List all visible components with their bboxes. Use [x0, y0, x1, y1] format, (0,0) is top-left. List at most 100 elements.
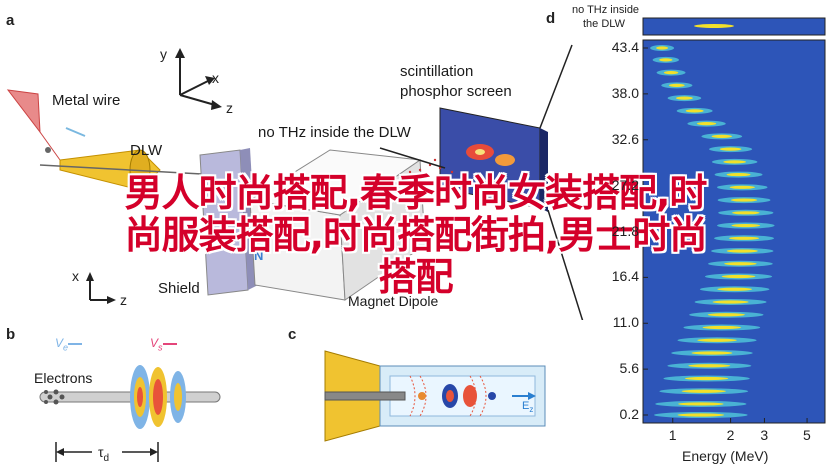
y-tick-label: 21.8: [611, 222, 639, 239]
electron-scatter: [408, 158, 454, 182]
heatmap-band-core: [663, 71, 679, 75]
panel-a-letter: a: [6, 12, 15, 29]
ve-subscript: e: [63, 342, 69, 353]
heatmap-band-core: [681, 389, 726, 393]
field-pattern-3: [170, 371, 186, 423]
heatmap-band-core: [684, 376, 729, 381]
heatmap-band-core: [702, 325, 742, 330]
arrow-blue: [65, 127, 86, 137]
axis-triad-top: [175, 48, 222, 110]
ez-label: Ez: [522, 400, 533, 414]
shield-label: Shield: [158, 280, 200, 297]
tau-subscript: d: [103, 452, 110, 464]
magnet-dipole-label: Magnet Dipole: [348, 293, 439, 309]
legend-stripe: [694, 24, 734, 28]
legend-text-2: the DLW: [583, 18, 625, 30]
heatmap-band-core: [726, 249, 758, 253]
vs-subscript: s: [158, 342, 163, 353]
legend-text-1: no THz inside: [572, 4, 640, 16]
heatmap-band-core: [731, 223, 761, 228]
ez-symbol: E: [522, 400, 530, 412]
overlay-line-3: 搭配: [378, 255, 453, 299]
magnet-dipole: [248, 149, 426, 301]
heatmap-band-core: [711, 134, 733, 138]
y-tick-label: 5.6: [619, 360, 639, 377]
heatmap-band-core: [732, 211, 760, 215]
heatmap-band-core: [676, 96, 693, 100]
screen-label-1: scintillation: [400, 63, 474, 80]
dlw-cone: [39, 149, 221, 191]
axis2-z-label: z: [120, 292, 127, 308]
overlay-line-2: 尚服装搭配,时尚搭配街拍,男士时尚: [124, 213, 708, 257]
axis2-x-label: x: [72, 268, 79, 284]
heatmap-band-core: [659, 58, 673, 62]
panel-d-letter: d: [546, 10, 556, 27]
heatmap-band-core: [691, 351, 733, 355]
x-axis-label: Energy (MeV): [682, 448, 769, 464]
heatmap-band-core: [685, 109, 704, 113]
n-pole-label: N: [254, 248, 264, 263]
legend-strip: [642, 17, 826, 36]
metal-wire-label: Metal wire: [52, 92, 121, 109]
heatmap-band-core: [678, 402, 724, 406]
axis-triad-bottom: [86, 272, 116, 304]
panel-b-letter: b: [6, 326, 16, 343]
axis-x-label: x: [212, 70, 219, 86]
metal-wire-cone: [6, 89, 61, 161]
no-thz-label: no THz inside the DLW: [258, 124, 411, 141]
axis-z-label: z: [226, 100, 233, 116]
phosphor-screen: [439, 107, 548, 212]
x-tick-label: 5: [803, 427, 811, 443]
dlw-label: DLW: [130, 142, 163, 159]
tau-label: τd: [98, 444, 109, 464]
field-pattern-1: [130, 365, 150, 429]
x-tick-label: 3: [760, 427, 769, 443]
pointer-line: [379, 147, 446, 169]
heatmap-band-core: [723, 160, 747, 164]
heatmap-band-core: [721, 274, 756, 279]
heatmap-band-core: [688, 364, 731, 368]
vs-label: Vs: [150, 336, 163, 352]
heatmap-band-core: [717, 287, 753, 291]
y-tick-label: 32.6: [611, 130, 639, 147]
heatmap-band-core: [729, 185, 755, 189]
y-tick-label: 43.4: [611, 39, 639, 55]
heatmap-band-core: [729, 236, 760, 240]
heatmap-band-core: [656, 46, 669, 50]
y-tick-label: 11.0: [612, 314, 639, 331]
screen-label-2: phosphor screen: [400, 83, 512, 100]
heatmap-band-core: [712, 300, 749, 304]
x-tick-label: 2: [726, 427, 735, 443]
panel-b-diagram: [39, 343, 221, 462]
electrons-label: Electrons: [34, 370, 93, 386]
ve-symbol: V: [55, 336, 64, 350]
panel-c-diagram: [324, 350, 546, 442]
panel-c-letter: c: [288, 326, 297, 343]
zoom-line-bottom: [547, 209, 584, 320]
field-pattern-2: [149, 367, 167, 427]
vs-symbol: V: [150, 336, 159, 350]
y-tick-label: 27.2: [611, 176, 639, 193]
heatmap-band-core: [707, 313, 745, 317]
overlay-banner: 男人时尚搭配,春季时尚女装搭配,时 尚服装搭配,时尚搭配街拍,男士时尚 搭配: [0, 172, 831, 298]
y-tick-label: 0.2: [619, 406, 639, 422]
overlay-line-1: 男人时尚搭配,春季时尚女装搭配,时: [124, 171, 708, 215]
y-tick-label: 16.4: [611, 268, 639, 285]
heatmap-band-core: [726, 172, 751, 177]
ve-label: Ve: [55, 336, 68, 352]
heatmap-band-core: [669, 83, 685, 87]
heatmap-band-core: [724, 262, 757, 266]
axis-y-label: y: [160, 46, 167, 62]
s-pole-label: S: [254, 232, 263, 247]
heatmap-band-core: [677, 413, 725, 417]
zoom-line-top: [539, 44, 573, 129]
panel-a-diagram: [6, 44, 584, 320]
heatmap-band-core: [697, 338, 737, 342]
ez-subscript: z: [529, 405, 534, 415]
y-tick-label: 38.0: [611, 84, 639, 101]
electron-bunch: [44, 389, 65, 405]
heatmap-band-core: [696, 122, 717, 126]
heatmap-band-core: [730, 198, 758, 202]
x-tick-label: 1: [668, 427, 677, 443]
